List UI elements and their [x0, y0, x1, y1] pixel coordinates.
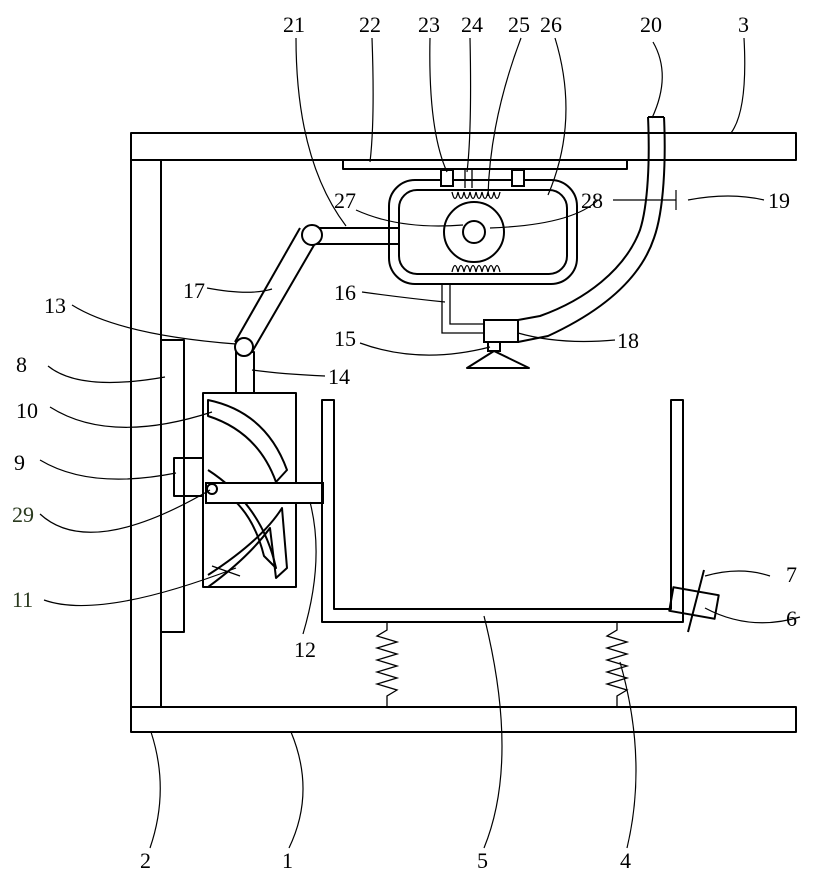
- support-16-inner: [450, 284, 484, 324]
- pivot-13: [235, 338, 253, 356]
- base-plate: [131, 707, 796, 732]
- label-1: 1: [282, 848, 293, 873]
- label-7: 7: [786, 562, 797, 587]
- label-20: 20: [640, 12, 662, 37]
- valve-handle: [688, 570, 704, 632]
- label-6: 6: [786, 606, 797, 631]
- label-9: 9: [14, 450, 25, 475]
- upper-cam-groove: [208, 400, 287, 482]
- label-18: 18: [617, 328, 639, 353]
- left-bracket-23: [441, 170, 453, 186]
- label-15: 15: [334, 326, 356, 351]
- label-22: 22: [359, 12, 381, 37]
- label-14: 14: [328, 364, 350, 389]
- slider-block: [174, 458, 203, 496]
- label-21: 21: [283, 12, 305, 37]
- right-bracket: [512, 170, 524, 186]
- tank-body: [322, 400, 683, 622]
- label-25: 25: [508, 12, 530, 37]
- pin-29-head: [207, 484, 217, 494]
- label-3: 3: [738, 12, 749, 37]
- gear-housing: [343, 160, 627, 284]
- nozzle-15: [467, 351, 529, 368]
- rack-25: [452, 192, 500, 199]
- label-19: 19: [768, 188, 790, 213]
- label-4: 4: [620, 848, 631, 873]
- label-28: 28: [581, 188, 603, 213]
- label-10: 10: [16, 398, 38, 423]
- label-24: 24: [461, 12, 483, 37]
- label-16: 16: [334, 280, 356, 305]
- mounting-plate-22: [343, 160, 627, 169]
- gear-27: [444, 202, 504, 262]
- connector-18: [484, 320, 518, 342]
- lower-cam-groove: [208, 508, 287, 587]
- outlet-pipe: [669, 587, 718, 619]
- cam-box: [174, 393, 323, 587]
- label-2: 2: [140, 848, 151, 873]
- crank-arm-21: [316, 228, 399, 244]
- label-17: 17: [183, 278, 205, 303]
- label-29: 29: [12, 502, 34, 527]
- right-spring: [607, 622, 627, 707]
- tank: [322, 400, 683, 622]
- crank-pivot: [302, 225, 322, 245]
- springs: [377, 622, 627, 707]
- support-16-outer: [442, 284, 484, 333]
- guide-rail: [161, 340, 184, 632]
- lower-rack: [452, 266, 500, 273]
- label-26: 26: [540, 12, 562, 37]
- hose-20-outer: [518, 117, 649, 320]
- top-plate: [131, 133, 796, 160]
- push-rod: [206, 483, 323, 503]
- side-column: [131, 160, 161, 707]
- label-11: 11: [12, 587, 33, 612]
- reference-labels: 21 22 23 24 25 26 20 3 27 28 19 17 16 13…: [12, 12, 797, 873]
- label-12: 12: [294, 637, 316, 662]
- left-spring: [377, 622, 397, 707]
- rod-14: [236, 352, 254, 393]
- label-27: 27: [334, 188, 356, 213]
- label-23: 23: [418, 12, 440, 37]
- label-13: 13: [44, 293, 66, 318]
- hose-20-inner: [518, 117, 665, 342]
- label-5: 5: [477, 848, 488, 873]
- nozzle-assembly: [442, 284, 529, 368]
- frame: [131, 133, 796, 732]
- linkage: [235, 225, 399, 393]
- label-8: 8: [16, 352, 27, 377]
- gear-hub: [463, 221, 485, 243]
